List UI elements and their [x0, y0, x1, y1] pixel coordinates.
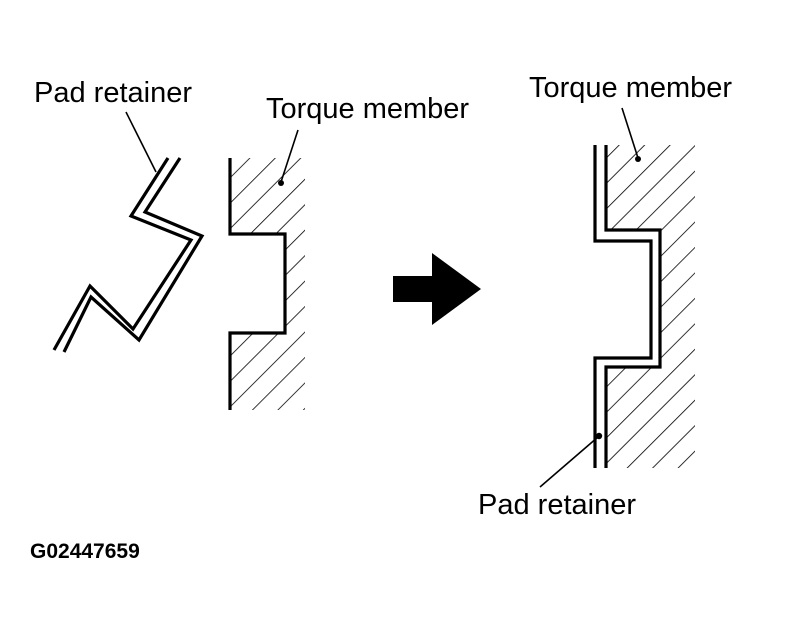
pad-retainer-outer-line — [52, 157, 194, 351]
installed-pad-retainer-outer-line — [593, 145, 653, 468]
right-torque-member-label: Torque member — [529, 72, 732, 104]
left-torque-member-hatch — [230, 158, 305, 410]
loose-pad-retainer — [52, 157, 205, 353]
right-torque-member-leader-dot — [635, 156, 641, 162]
installed-pad-retainer — [593, 145, 653, 468]
transition-arrow — [393, 253, 481, 325]
left-torque-member-edge — [228, 158, 287, 410]
right-torque-member-leader — [621, 107, 639, 159]
left-pad-retainer-label: Pad retainer — [34, 77, 192, 109]
right-pad-retainer-leader-dot — [595, 432, 603, 440]
pad-retainer-inner-line — [62, 157, 205, 353]
right-pad-retainer-label: Pad retainer — [478, 489, 636, 521]
left-pad-retainer-leader — [125, 111, 157, 173]
left-torque-member — [228, 158, 305, 410]
left-torque-member-leader — [280, 129, 299, 183]
left-torque-member-leader-dot — [278, 180, 284, 186]
figure-code: G02447659 — [30, 540, 140, 563]
right-pad-retainer-leader — [539, 436, 599, 488]
left-torque-member-label: Torque member — [266, 93, 469, 125]
right-torque-member-edge — [604, 145, 662, 468]
